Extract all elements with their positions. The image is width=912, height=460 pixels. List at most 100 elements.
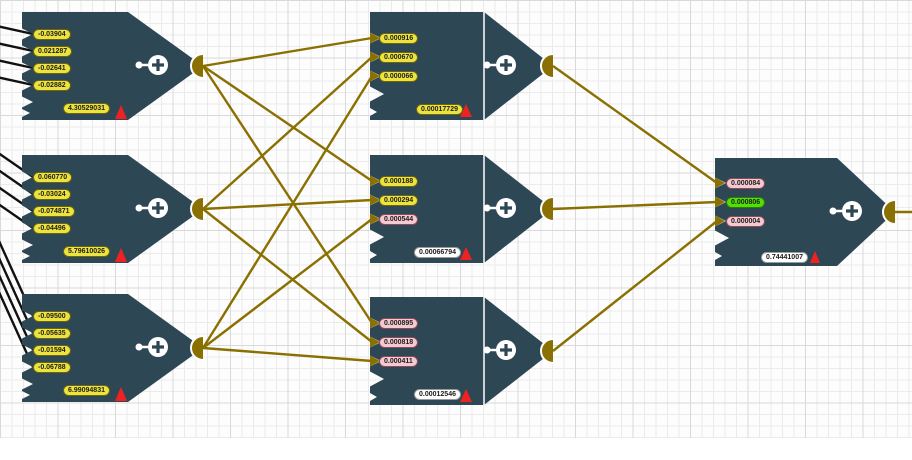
plus-icon — [500, 344, 512, 356]
error-marker-icon — [460, 247, 472, 260]
weight-label: 0.000411 — [379, 356, 418, 367]
weight-label: 0.060770 — [33, 172, 73, 183]
weight-label: -0.01594 — [33, 345, 71, 356]
connection-wire[interactable] — [552, 65, 718, 184]
bias-label: 0.00066794 — [414, 247, 461, 258]
error-marker-icon — [115, 248, 127, 262]
bias-label: 4.30529031 — [63, 103, 110, 114]
input-wire[interactable] — [0, 59, 34, 70]
connection-wire[interactable] — [202, 36, 373, 68]
sum-icon-dot — [483, 61, 491, 69]
weight-label: 0.000066 — [379, 71, 419, 82]
error-marker-icon — [115, 105, 127, 119]
plus-icon — [152, 202, 164, 214]
weight-label: 0.000670 — [379, 52, 419, 63]
input-wire[interactable] — [0, 76, 34, 87]
dendrite-arrow-icon — [370, 175, 380, 187]
bias-label: 5.79610026 — [63, 246, 110, 257]
neuron-body[interactable] — [715, 158, 895, 266]
neuron-body[interactable] — [370, 12, 553, 120]
sum-icon-dot — [483, 346, 491, 354]
neuron-output[interactable]: 0.000084 0.000806 0.000004 0.74441007 — [715, 158, 896, 266]
connection-wire[interactable] — [202, 218, 373, 349]
connection-wire[interactable] — [202, 346, 373, 363]
neuron-body[interactable] — [370, 155, 553, 263]
bias-label: 0.00012546 — [414, 389, 461, 400]
weight-label: 0.000084 — [726, 178, 766, 189]
canvas-edge — [0, 438, 912, 460]
axon-hillock-outline — [190, 196, 204, 222]
weight-label: 0.021287 — [33, 46, 73, 57]
error-marker-icon — [115, 387, 127, 401]
connection-wire[interactable] — [201, 75, 374, 349]
weight-label: -0.074871 — [33, 206, 75, 217]
connection-wire[interactable] — [202, 65, 373, 182]
axon-hillock-icon — [191, 54, 203, 78]
connection-wire[interactable] — [552, 200, 718, 211]
weight-label: -0.09500 — [33, 311, 71, 322]
weight-label: -0.02882 — [33, 80, 71, 91]
axon-hillock-outline — [190, 53, 204, 79]
neuron-input-2[interactable]: 0.060770 -0.03024 -0.074871 -0.04496 5.7… — [22, 155, 204, 263]
sum-icon-dot — [135, 61, 143, 69]
plus-icon — [846, 205, 858, 217]
axon-hillock-icon — [191, 197, 203, 221]
plus-icon — [152, 59, 164, 71]
axon-hillock-icon — [883, 200, 895, 224]
weight-label: 0.000294 — [379, 195, 419, 206]
dendrite-arrow-icon — [370, 336, 380, 348]
dendrite-arrow-icon — [715, 196, 725, 208]
axon-hillock-icon — [541, 197, 553, 221]
weight-label: 0.000806 — [726, 197, 766, 208]
weight-label: -0.03904 — [33, 29, 71, 40]
dendrite-arrow-icon — [370, 70, 380, 82]
neuron-hidden-3[interactable]: 0.000895 0.000818 0.000411 0.00012546 — [370, 297, 554, 405]
weight-label: 0.000004 — [726, 216, 766, 227]
connection-wire[interactable] — [202, 208, 373, 343]
input-wire[interactable] — [0, 281, 35, 368]
dendrite-arrow-icon — [370, 355, 380, 367]
bias-label: 0.00017729 — [416, 104, 463, 115]
sum-icon-dot — [829, 207, 837, 215]
weight-label: 0.000818 — [379, 337, 419, 348]
weight-label: -0.04496 — [33, 223, 71, 234]
connection-wire[interactable] — [201, 65, 374, 324]
neuron-input-3[interactable]: -0.09500 -0.05635 -0.01594 -0.06788 6.99… — [22, 294, 204, 402]
dendrite-arrow-icon — [715, 177, 725, 189]
input-wire[interactable] — [0, 42, 34, 53]
input-wire[interactable] — [0, 247, 35, 334]
weight-label: -0.02641 — [33, 63, 71, 74]
neuron-body[interactable] — [370, 297, 553, 405]
connection-wire[interactable] — [552, 220, 718, 352]
dendrite-arrow-icon — [370, 32, 380, 44]
axon-hillock-icon — [541, 54, 553, 78]
axon-hillock-outline — [882, 199, 896, 225]
dendrite-arrow-icon — [370, 51, 380, 63]
error-marker-icon — [460, 389, 472, 402]
dendrite-arrow-icon — [715, 215, 725, 227]
axon-hillock-outline — [190, 335, 204, 361]
plus-icon — [500, 202, 512, 214]
neuron-input-1[interactable]: -0.03904 0.021287 -0.02641 -0.02882 4.30… — [22, 12, 204, 120]
connection-wire[interactable] — [202, 56, 373, 210]
neuron-hidden-2[interactable]: 0.000188 0.000294 0.000544 0.00066794 — [370, 155, 554, 263]
bias-label: 6.99094831 — [63, 385, 110, 396]
bias-label: 0.74441007 — [761, 252, 808, 263]
input-wire[interactable] — [0, 25, 34, 36]
sum-icon-dot — [483, 204, 491, 212]
input-wire[interactable] — [0, 264, 35, 351]
weight-label: -0.05635 — [33, 328, 71, 339]
error-marker-icon — [810, 251, 820, 263]
sum-icon-dot — [135, 204, 143, 212]
connection-wire[interactable] — [202, 198, 373, 211]
weight-label: 0.000188 — [379, 176, 419, 187]
error-marker-icon — [460, 104, 472, 117]
axon-hillock-outline — [540, 196, 554, 222]
weight-label: -0.06788 — [33, 362, 71, 373]
axon-hillock-icon — [191, 336, 203, 360]
neuron-hidden-1[interactable]: 0.000916 0.000670 0.000066 0.00017729 — [370, 12, 554, 120]
axon-hillock-icon — [541, 339, 553, 363]
weight-label: 0.000895 — [379, 318, 419, 329]
sum-icon-dot — [135, 343, 143, 351]
